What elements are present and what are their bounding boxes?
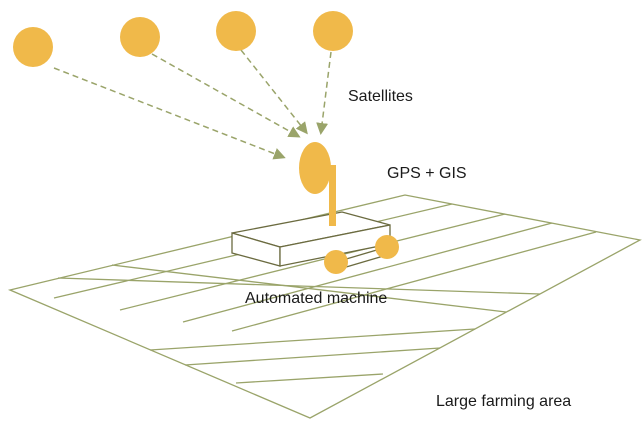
field-grid <box>7 194 642 419</box>
automated-machine-icon <box>231 142 399 274</box>
machine-wheel <box>375 235 399 259</box>
signal-arrows <box>53 49 332 160</box>
field-col-line <box>184 347 441 366</box>
satellites <box>13 11 353 67</box>
machine-label: Automated machine <box>245 290 388 307</box>
field-col-line <box>235 373 384 384</box>
field-col-line <box>111 264 507 313</box>
field-col-line <box>149 328 476 351</box>
signal-arrow <box>240 49 308 135</box>
satellite-icon <box>13 27 53 67</box>
satellite-icon <box>216 11 256 51</box>
signal-arrow <box>151 53 301 138</box>
satellites-label: Satellites <box>348 88 413 105</box>
field-row-line <box>182 222 553 323</box>
field-row-line <box>231 231 597 332</box>
satellite-icon <box>313 11 353 51</box>
satellite-icon <box>120 17 160 57</box>
signal-arrow <box>53 67 286 160</box>
field-col-line <box>57 277 541 295</box>
farming-area-label: Large farming area <box>436 393 572 410</box>
machine-wheel <box>324 250 348 274</box>
field-row-line <box>119 213 506 311</box>
gps-antenna-icon <box>299 142 331 194</box>
gps-gis-label: GPS + GIS <box>387 165 467 182</box>
signal-arrow <box>316 51 332 135</box>
antenna-mast <box>329 165 336 226</box>
